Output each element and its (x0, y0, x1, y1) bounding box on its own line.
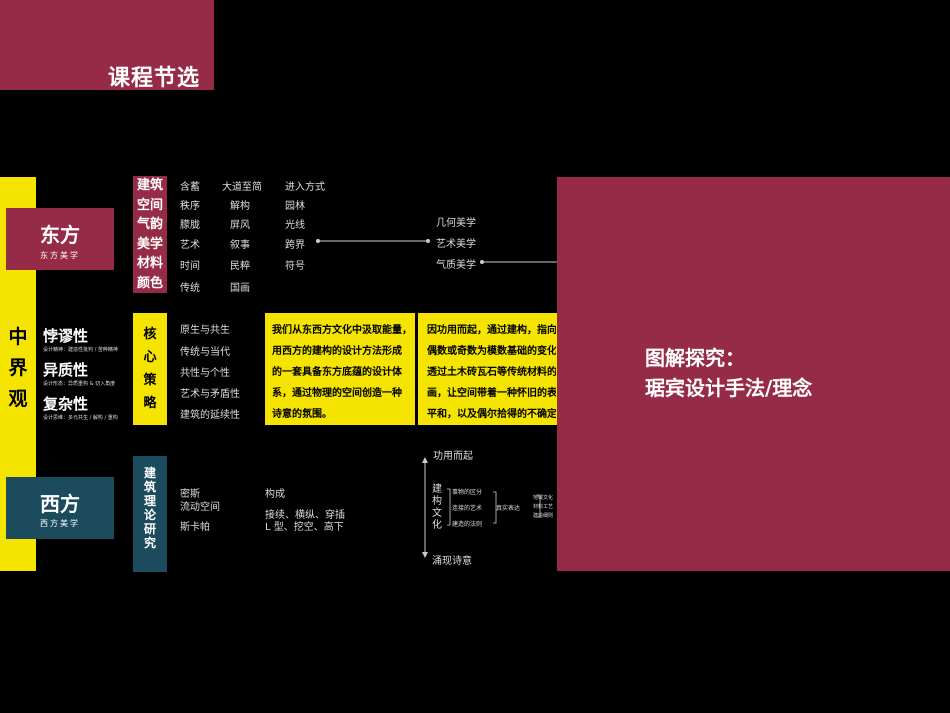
west-subtitle: 西方美学 (40, 519, 80, 528)
grid-term: 跨界 (285, 240, 305, 251)
concept-line: 诗意的氛围。 (272, 409, 332, 420)
diagram-right-item: 地域文化 (533, 495, 554, 501)
category-item: 建筑 (136, 178, 163, 193)
diagram-right-item: 建造细则 (533, 513, 554, 519)
concept-line: 的一套具备东方底蕴的设计体 (272, 367, 402, 378)
west-term: 斯卡帕 (180, 522, 210, 533)
category-item: 空间 (136, 197, 163, 213)
grid-term: 秩序 (180, 201, 200, 212)
aesthetic-item: 气质美学 (436, 260, 476, 271)
diagram-top: 功用而起 (433, 451, 473, 462)
west-term: L 型、挖空、高下 (265, 522, 344, 533)
diagram-item: 建造的法则 (452, 521, 483, 528)
grid-term: 含蓄 (180, 182, 200, 193)
grid-term: 时间 (180, 261, 200, 272)
west-box (6, 477, 114, 539)
middle-item-title: 复杂性 (43, 395, 89, 413)
west-title: 西方 (40, 492, 80, 516)
panel-title-line1: 图解探究： (645, 346, 745, 370)
left-column-label: 中界观 (8, 326, 28, 410)
category-box (133, 176, 167, 293)
grid-term: 国画 (230, 283, 250, 294)
theory-box (133, 456, 167, 572)
bracket (447, 488, 451, 526)
grid-term: 艺术 (180, 240, 200, 251)
connector-dot (426, 239, 430, 243)
east-subtitle: 东方美学 (40, 251, 80, 260)
diagram-middle: 真实表达 (496, 505, 521, 512)
principle-item: 传统与当代 (180, 347, 230, 358)
arrow-up-icon (422, 457, 428, 463)
grid-term: 民粹 (230, 261, 250, 272)
principle-item: 艺术与矛盾性 (180, 389, 240, 400)
middle-item-title: 悖谬性 (43, 327, 89, 345)
category-item: 气韵 (136, 217, 163, 232)
aesthetic-item: 几何美学 (436, 218, 476, 229)
middle-item: 复杂性 设计思维：多元共生 / 解构 / 重构 (43, 393, 118, 421)
east-title: 东方 (40, 223, 80, 247)
concept-line: 用西方的建构的设计方法形成 (272, 346, 402, 357)
concept-line: 我们从东西方文化中汲取能量， (272, 325, 412, 336)
diagram-bottom: 涌现诗意 (432, 556, 472, 567)
grid-term: 解构 (230, 201, 250, 212)
category-item: 美学 (136, 236, 163, 252)
west-term: 接续、横纵、穿插 (265, 510, 345, 521)
middle-item: 异质性 设计形态：异质重构 & 切入角度 (43, 359, 115, 387)
right-panel (557, 177, 950, 571)
concept-line: 画，让空间带着一种怀旧的表 (427, 388, 557, 399)
east-box (6, 208, 114, 270)
bracket (537, 494, 541, 518)
diagram-item: 连接的艺术 (452, 505, 483, 512)
concept-line: 偶数或奇数为模数基础的变化 (427, 346, 557, 357)
arrow-down-icon (422, 552, 428, 558)
middle-item-title: 异质性 (43, 361, 89, 379)
grid-term: 园林 (285, 201, 305, 212)
category-list: 建筑 空间 气韵 美学 材料 颜色 (133, 176, 167, 293)
category-item: 颜色 (136, 275, 163, 291)
concept-line: 透过土木砖瓦石等传统材料的 (427, 367, 557, 378)
connector-dot (480, 260, 484, 264)
page-title: 课程节选 (108, 66, 201, 91)
grid-term: 屏风 (230, 220, 250, 231)
concept-box-2: 因功用而起，通过建构，指向 偶数或奇数为模数基础的变化 透过土木砖瓦石等传统材料… (418, 313, 557, 425)
theory-label: 建筑理论研究 (143, 466, 156, 550)
grid-term: 进入方式 (285, 182, 325, 193)
bracket (493, 491, 497, 524)
middle-item-sub: 设计精神：建造性批判 / 苦粹精神 (43, 347, 118, 353)
diagram-item: 事物的区分 (452, 489, 483, 496)
grid-term: 符号 (285, 261, 305, 272)
concept-box-1: 我们从东西方文化中汲取能量， 用西方的建构的设计方法形成 的一套具备东方底蕴的设… (265, 313, 415, 425)
principle-item: 共性与个性 (180, 368, 230, 379)
concept-line: 因功用而起，通过建构，指向 (427, 325, 557, 336)
diagram-vertical: 建构文化 (432, 484, 442, 531)
header-block (0, 0, 214, 90)
diagram-right-item: 材料工艺 (533, 504, 554, 510)
concept-line: 系，通过物理的空间创造一种 (272, 388, 402, 399)
core-strategy-box (133, 313, 167, 425)
grid-term: 光线 (285, 220, 305, 231)
panel-title-line2: 琚宾设计手法/理念 (645, 376, 813, 400)
middle-item-sub: 设计思维：多元共生 / 解构 / 重构 (43, 415, 118, 421)
flow-diagram (422, 457, 541, 558)
middle-item: 悖谬性 设计精神：建造性批判 / 苦粹精神 (43, 325, 118, 353)
core-strategy-label: 核心策略 (143, 327, 157, 411)
connector-lines (316, 239, 557, 264)
west-term: 流动空间 (180, 502, 220, 513)
grid-term: 朦胧 (180, 220, 200, 231)
principle-item: 原生与共生 (180, 325, 230, 336)
west-term: 构成 (265, 489, 285, 500)
middle-item-sub: 设计形态：异质重构 & 切入角度 (43, 381, 116, 387)
concept-line: 平和，以及偶尔拾得的不确定 (427, 409, 557, 420)
connector-dot (316, 239, 320, 243)
principle-item: 建筑的延续性 (180, 410, 240, 421)
panel-title: 图解探究： 琚宾设计手法/理念 (645, 343, 812, 403)
grid-term: 大道至简 (222, 182, 262, 193)
grid-term: 传统 (180, 283, 200, 294)
west-term: 密斯 (180, 489, 200, 500)
aesthetic-item: 艺术美学 (436, 239, 476, 250)
grid-term: 叙事 (230, 240, 250, 251)
category-item: 材料 (136, 256, 163, 271)
